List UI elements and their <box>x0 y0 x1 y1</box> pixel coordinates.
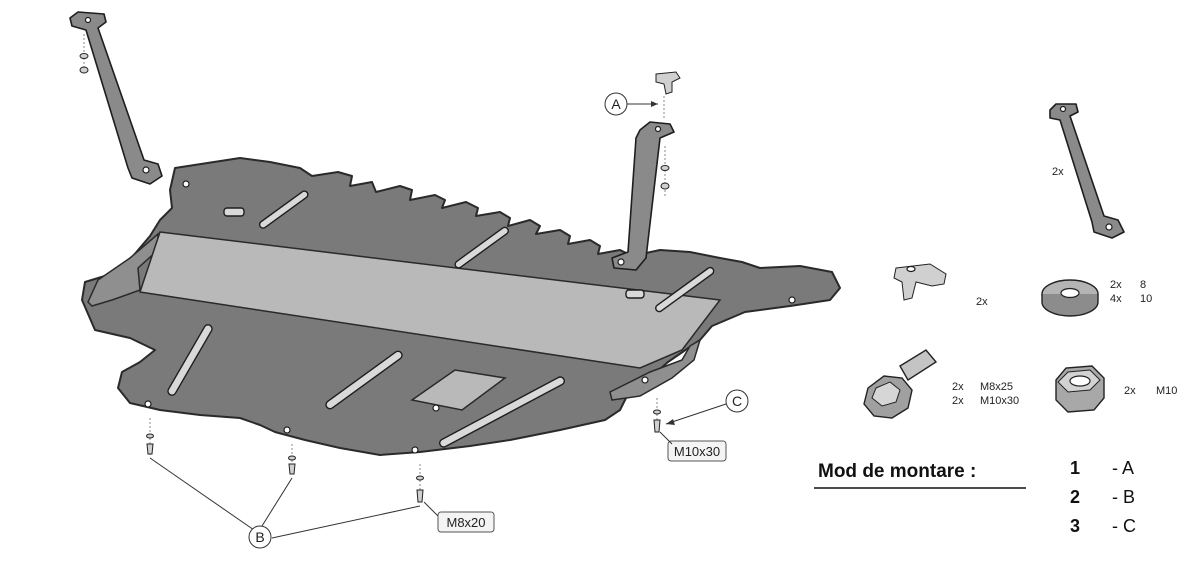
part-bracket-qty: 2x <box>1052 166 1064 178</box>
center-bracket <box>611 71 681 271</box>
slot <box>167 324 213 396</box>
slot <box>223 207 245 217</box>
bolt-qty-2: 2x <box>952 395 964 407</box>
legend-row-num: 1 <box>1070 458 1080 478</box>
bolt-small <box>146 433 154 439</box>
mount-hole <box>182 180 190 188</box>
callout-a: A <box>604 92 658 116</box>
washer-small <box>660 165 670 171</box>
washer-small <box>79 53 89 59</box>
part-nut: 2x M10 <box>1055 365 1177 413</box>
callout-a-label: A <box>611 96 621 112</box>
clip-icon <box>893 263 947 301</box>
callout-b-label: B <box>255 529 264 545</box>
bolt-small <box>653 419 661 433</box>
part-clip: 2x <box>893 263 988 308</box>
callout-c-label: C <box>732 393 742 409</box>
part-washer: 2x 8 4x 10 <box>1041 279 1152 317</box>
left-bracket-body <box>69 11 163 185</box>
mount-hole <box>788 296 796 304</box>
slot <box>655 266 715 313</box>
bolt-size-2: M10x30 <box>980 395 1019 407</box>
left-bracket <box>69 11 163 185</box>
bolt-small <box>146 443 154 455</box>
bolt-icon <box>899 349 938 381</box>
bolt-small <box>416 475 424 481</box>
mount-hole <box>283 426 291 434</box>
bolt-size-1: M8x25 <box>980 381 1013 393</box>
part-bracket-body <box>1049 103 1125 239</box>
clip-a <box>655 71 681 95</box>
nut-small <box>79 66 89 74</box>
mount-hole <box>411 446 419 454</box>
skid-plate-rear-lip <box>609 338 702 401</box>
legend-row-num: 2 <box>1070 487 1080 507</box>
bolt-qty-1: 2x <box>952 381 964 393</box>
bolt-small <box>288 455 296 461</box>
washer-qty-2: 4x <box>1110 293 1122 305</box>
bolt-size-box <box>437 511 495 533</box>
b-bolts: B M8x20 <box>146 418 495 549</box>
mount-hole <box>432 404 440 412</box>
nut-qty: 2x <box>1124 385 1136 397</box>
mount-hole <box>144 400 152 408</box>
washer-size-1: 8 <box>1140 279 1146 291</box>
bolt-small <box>416 489 424 503</box>
bracket-hole <box>617 258 625 266</box>
bracket-hole <box>142 166 150 174</box>
center-bracket-body <box>611 121 675 271</box>
slot <box>325 350 403 410</box>
legend-title: Mod de montare : <box>818 461 976 482</box>
washer-small <box>653 409 661 415</box>
callout-c: C M10x30 <box>653 389 749 462</box>
legend-row-letter: - B <box>1112 487 1135 507</box>
bracket-hole <box>654 125 662 133</box>
bolt-size-box <box>667 440 727 462</box>
slot <box>439 376 565 448</box>
part-clip-qty: 2x <box>976 296 988 308</box>
bracket-hole <box>84 16 92 24</box>
nut-size: M10 <box>1156 385 1177 397</box>
part-bolt: 2x M8x25 2x M10x30 <box>863 349 1019 419</box>
legend-row-letter: - C <box>1112 516 1136 536</box>
skid-plate-center-strip <box>139 231 722 369</box>
mounting-legend: Mod de montare : 1 - A 2 - B 3 - C <box>814 458 1136 536</box>
bracket-hole <box>1059 105 1067 113</box>
skid-plate-front-wall <box>87 232 159 307</box>
nut-small <box>660 182 670 190</box>
skid-plate <box>81 157 841 456</box>
legend-row-num: 3 <box>1070 516 1080 536</box>
bolt-small <box>288 463 296 475</box>
part-bracket: 2x <box>1049 103 1125 239</box>
bolt-size-b: M8x20 <box>446 515 485 530</box>
slot <box>258 190 309 229</box>
slot <box>454 226 509 269</box>
washer-size-2: 10 <box>1140 293 1152 305</box>
skid-plate-opening <box>410 369 507 411</box>
mount-hole <box>641 376 649 384</box>
bracket-hole <box>1105 223 1113 231</box>
bolt-size-c: M10x30 <box>674 444 720 459</box>
legend-row-letter: - A <box>1112 458 1134 478</box>
slot <box>625 289 645 299</box>
washer-qty-1: 2x <box>1110 279 1122 291</box>
